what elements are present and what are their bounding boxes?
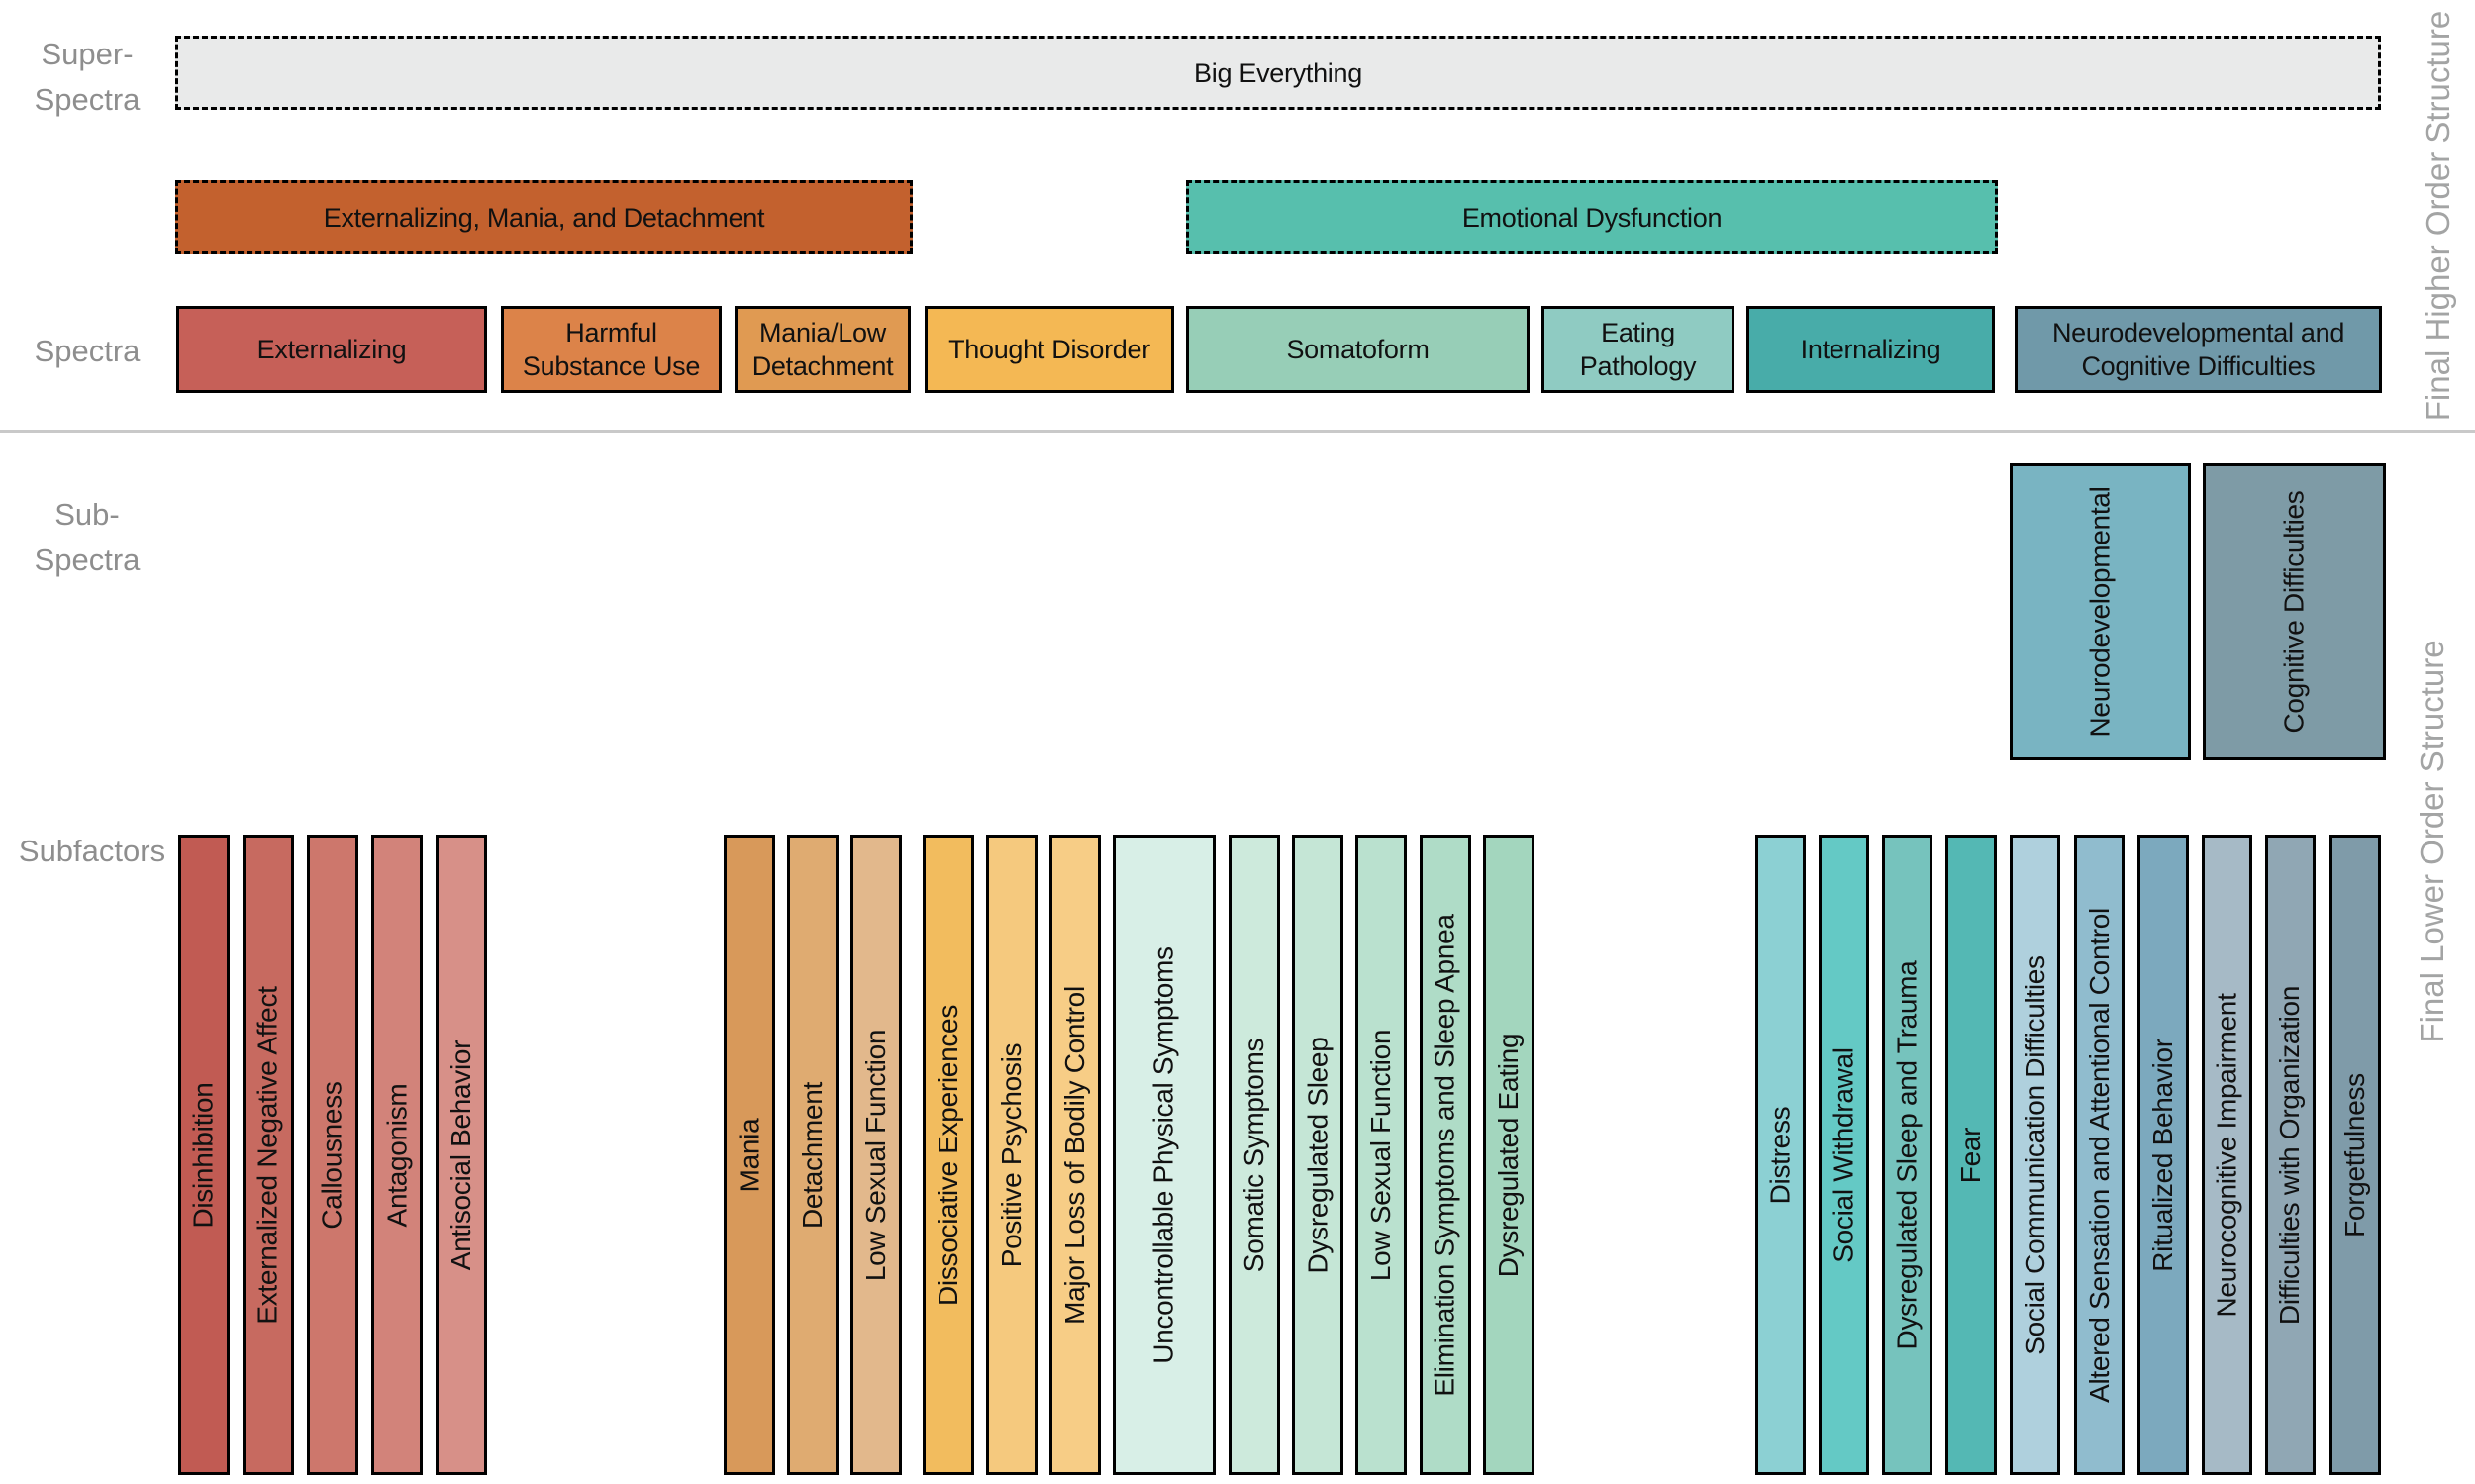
subfactor-bar-forgetfulness: Forgetfulness — [2329, 835, 2381, 1475]
row-label-super-spectra-line1: Super- — [41, 37, 134, 71]
row-label-spectra: Spectra — [34, 334, 141, 368]
subspectrum-box-neurodevelopmental: Neurodevelopmental — [2010, 463, 2191, 760]
subfactor-bar-distress: Distress — [1755, 835, 1806, 1475]
subfactor-bar-ritualized-behavior: Ritualized Behavior — [2137, 835, 2189, 1475]
subfactor-bar-fear: Fear — [1945, 835, 1997, 1475]
subfactor-bar-disinhibition: Disinhibition — [178, 835, 230, 1475]
subfactor-bar-elimination-symptoms-and-sleep-apnea: Elimination Symptoms and Sleep Apnea — [1420, 835, 1471, 1475]
row-label-super-spectra-line2: Spectra — [34, 82, 141, 117]
subfactor-bar-dysregulated-sleep-and-trauma: Dysregulated Sleep and Trauma — [1882, 835, 1932, 1475]
subfactor-bar-low-sexual-function-2: Low Sexual Function — [1355, 835, 1407, 1475]
subfactor-bar-social-withdrawal: Social Withdrawal — [1819, 835, 1869, 1475]
row-label-sub-spectra-line2: Spectra — [34, 543, 141, 577]
subfactor-bar-callousness: Callousness — [307, 835, 358, 1475]
subfactor-bar-difficulties-with-organization: Difficulties with Organization — [2265, 835, 2316, 1475]
subfactor-bar-externalized-negative-affect: Externalized Negative Affect — [243, 835, 294, 1475]
subfactor-bar-mania: Mania — [724, 835, 775, 1475]
subfactor-bar-dysregulated-sleep: Dysregulated Sleep — [1292, 835, 1343, 1475]
side-label-final-lower-order-structure: Final Lower Order Structure — [2414, 640, 2450, 1043]
spectrum-box-somatoform: Somatoform — [1186, 306, 1530, 393]
row-label-subfactors: Subfactors — [18, 834, 166, 868]
subfactor-bar-neurocognitive-impairment: Neurocognitive Impairment — [2202, 835, 2252, 1475]
row-label-sub-spectra: Sub- Spectra — [3, 492, 171, 583]
subfactor-bar-low-sexual-function-1: Low Sexual Function — [850, 835, 902, 1475]
subfactor-bar-social-communication-difficulties: Social Communication Difficulties — [2010, 835, 2060, 1475]
spectrum-box-externalizing: Externalizing — [176, 306, 487, 393]
super-spectrum-box-externalizing-mania-and-detachment: Externalizing, Mania, and Detachment — [175, 180, 913, 254]
subfactor-bar-major-loss-of-bodily-control: Major Loss of Bodily Control — [1049, 835, 1101, 1475]
subfactor-bar-uncontrollable-physical-symptoms: Uncontrollable Physical Symptoms — [1113, 835, 1216, 1475]
subspectrum-box-cognitive-difficulties: Cognitive Difficulties — [2203, 463, 2386, 760]
subfactor-bar-somatic-symptoms: Somatic Symptoms — [1229, 835, 1280, 1475]
subfactor-bar-positive-psychosis: Positive Psychosis — [986, 835, 1038, 1475]
super-spectrum-box-emotional-dysfunction: Emotional Dysfunction — [1186, 180, 1998, 254]
subfactor-bar-antagonism: Antagonism — [371, 835, 423, 1475]
subfactor-bar-dissociative-experiences: Dissociative Experiences — [923, 835, 974, 1475]
subfactor-bar-antisocial-behavior: Antisocial Behavior — [436, 835, 487, 1475]
row-label-sub-spectra-line1: Sub- — [54, 497, 120, 532]
subfactor-bar-altered-sensation-and-attentional-control: Altered Sensation and Attentional Contro… — [2074, 835, 2125, 1475]
spectrum-box-thought-disorder: Thought Disorder — [925, 306, 1174, 393]
spectrum-box-internalizing: Internalizing — [1746, 306, 1995, 393]
row-label-super-spectra: Super- Spectra — [3, 32, 171, 123]
subfactor-bar-dysregulated-eating: Dysregulated Eating — [1483, 835, 1534, 1475]
section-divider-line — [0, 430, 2475, 433]
side-label-final-higher-order-structure: Final Higher Order Structure — [2420, 10, 2456, 422]
super-spectrum-box-big-everything: Big Everything — [175, 36, 2381, 110]
subfactor-bar-detachment: Detachment — [787, 835, 839, 1475]
